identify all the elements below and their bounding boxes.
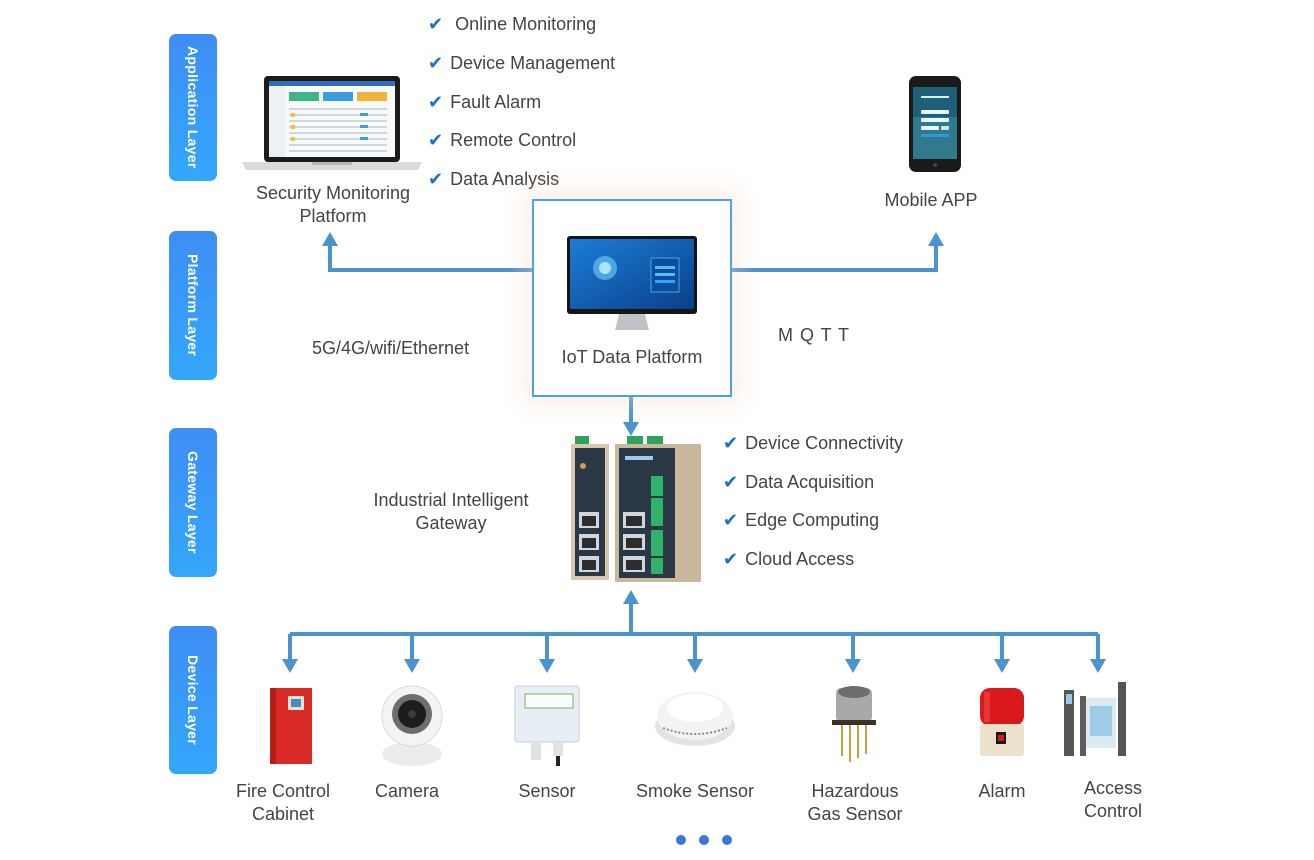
device-label: Sensor — [518, 781, 576, 801]
app-feature-item: ✔ Remote Control — [428, 129, 576, 151]
feature-label: Edge Computing — [745, 510, 880, 530]
pagination-dot[interactable] — [699, 835, 709, 845]
arrow-up-icon — [928, 232, 944, 246]
check-icon: ✔ — [428, 14, 444, 34]
device-label: Hazardous Gas Sensor — [800, 780, 910, 826]
arrow-down-icon — [282, 659, 298, 673]
arrow-down-icon — [623, 422, 639, 436]
arrow-down-icon — [1090, 659, 1106, 673]
smoke-detector-icon — [653, 684, 737, 750]
app-feature-item: ✔ Fault Alarm — [428, 91, 541, 113]
label-line: Fire Control — [235, 781, 331, 801]
wire-platform-to-security — [328, 244, 532, 272]
label-line: Hazardous — [811, 781, 899, 801]
label-line: Security Monitoring — [255, 183, 411, 203]
layer-tag-label: Application Layer — [185, 46, 201, 169]
device-label: Access Control — [1060, 777, 1166, 823]
arrow-down-icon — [404, 659, 420, 673]
feature-label: Remote Control — [450, 130, 577, 150]
label-line: Gateway — [415, 513, 487, 533]
gateway-feature-item: ✔ Device Connectivity — [723, 432, 903, 454]
smartphone-icon — [909, 76, 961, 172]
iot-platform-label: IoT Data Platform — [561, 347, 703, 367]
check-icon: ✔ — [723, 549, 739, 569]
app-feature-item: ✔ Online Monitoring — [428, 13, 596, 35]
app-feature-item: ✔ Device Management — [428, 52, 615, 74]
label-line: Access — [1083, 778, 1143, 798]
device-label: Fire Control Cabinet — [222, 780, 344, 826]
app-feature-item: ✔ Data Analysis — [428, 168, 559, 190]
device-label: Camera — [374, 781, 440, 801]
gas-sensor-icon — [830, 684, 878, 764]
device-label: Alarm — [978, 781, 1026, 801]
layer-tag-label: Gateway Layer — [185, 451, 201, 554]
fire-cabinet-icon — [268, 686, 314, 766]
check-icon: ✔ — [723, 472, 739, 492]
gateway-label: Industrial Intelligent Gateway — [352, 489, 550, 535]
arrow-down-icon — [687, 659, 703, 673]
label-line: Control — [1083, 801, 1143, 821]
feature-label: Data Analysis — [450, 169, 560, 189]
wire-platform-to-mobile — [732, 244, 938, 272]
layer-tag-label: Platform Layer — [185, 254, 201, 357]
label-line: Gas Sensor — [807, 804, 903, 824]
feature-label: Data Acquisition — [745, 472, 875, 492]
arrow-up-icon — [322, 232, 338, 246]
left-protocol-label: 5G/4G/wifi/Ethernet — [312, 338, 470, 358]
laptop-icon — [242, 76, 422, 172]
alarm-light-icon — [978, 684, 1026, 758]
access-gate-icon — [1062, 680, 1130, 758]
check-icon: ✔ — [428, 92, 444, 112]
gateway-feature-item: ✔ Cloud Access — [723, 548, 854, 570]
feature-label: Fault Alarm — [450, 92, 542, 112]
arrow-up-icon — [623, 590, 639, 604]
feature-label: Cloud Access — [745, 549, 855, 569]
label-line: Cabinet — [251, 804, 315, 824]
check-icon: ✔ — [428, 130, 444, 150]
pagination-dot[interactable] — [676, 835, 686, 845]
gateway-feature-item: ✔ Edge Computing — [723, 509, 879, 531]
arrow-down-icon — [539, 659, 555, 673]
layer-tag-gateway: Gateway Layer — [169, 428, 217, 577]
arrow-down-icon — [845, 659, 861, 673]
monitor-icon — [567, 236, 697, 332]
layer-tag-device: Device Layer — [169, 626, 217, 774]
check-icon: ✔ — [428, 53, 444, 73]
feature-label: Device Connectivity — [745, 433, 904, 453]
feature-label: Online Monitoring — [455, 14, 597, 34]
arrow-down-icon — [994, 659, 1010, 673]
check-icon: ✔ — [723, 510, 739, 530]
gateway-feature-item: ✔ Data Acquisition — [723, 471, 874, 493]
pagination-dot[interactable] — [722, 835, 732, 845]
layer-tag-application: Application Layer — [169, 34, 217, 181]
sensor-box-icon — [511, 684, 583, 768]
security-platform-label: Security Monitoring Platform — [236, 182, 430, 228]
mqtt-protocol-label: M Q T T — [778, 325, 851, 345]
layer-tag-label: Device Layer — [185, 655, 201, 745]
device-label: Smoke Sensor — [635, 781, 755, 801]
camera-icon — [378, 684, 446, 766]
check-icon: ✔ — [723, 433, 739, 453]
layer-tag-platform: Platform Layer — [169, 231, 217, 380]
check-icon: ✔ — [428, 169, 444, 189]
gateway-device-icon — [565, 436, 703, 582]
label-line: Industrial Intelligent — [373, 490, 529, 510]
label-line: Platform — [299, 206, 367, 226]
mobile-app-label: Mobile APP — [884, 190, 978, 210]
feature-label: Device Management — [450, 53, 616, 73]
